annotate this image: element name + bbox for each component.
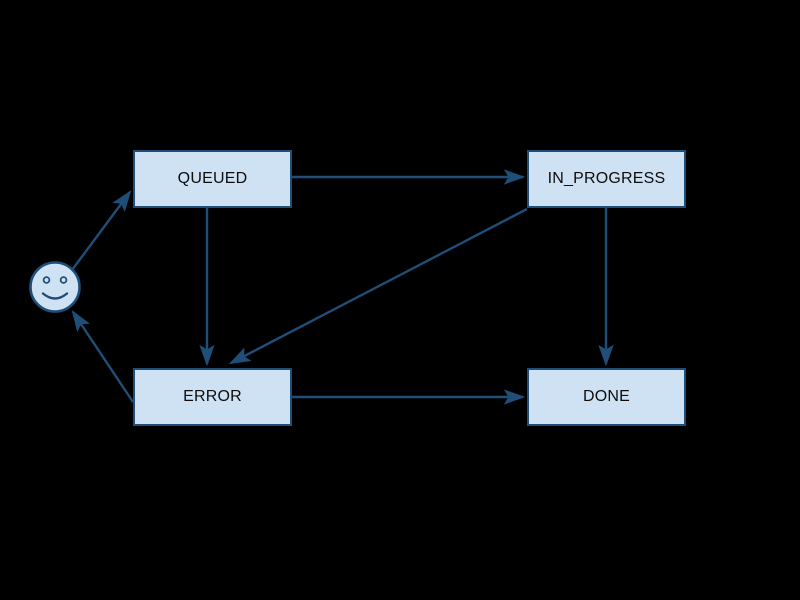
smiley-eye-left-icon <box>42 276 51 284</box>
state-node-in-progress[interactable]: IN_PROGRESS <box>527 150 686 208</box>
smiley-mouth-icon <box>41 292 69 300</box>
edge-in-progress-to-error <box>228 207 528 365</box>
state-node-done[interactable]: DONE <box>527 368 686 426</box>
state-node-error[interactable]: ERROR <box>133 368 292 426</box>
smiley-face-icon <box>29 261 81 313</box>
smiley-eye-right-icon <box>59 276 68 284</box>
state-node-done-label: DONE <box>582 388 631 405</box>
state-node-error-label: ERROR <box>183 388 242 405</box>
state-node-queued-label: QUEUED <box>177 170 248 187</box>
start-node-smiley[interactable] <box>29 261 81 313</box>
edge-start-to-queued <box>71 190 132 271</box>
state-node-queued[interactable]: QUEUED <box>133 150 292 208</box>
state-node-in-progress-label: IN_PROGRESS <box>547 170 666 187</box>
edge-error-to-start <box>71 310 134 403</box>
